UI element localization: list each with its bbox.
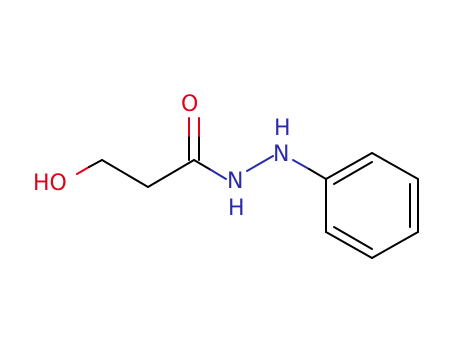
bond-c1-c2	[101, 159, 149, 188]
bond-c3-n1	[193, 159, 227, 180]
atom-label-amide-nitrogen-h: H	[228, 196, 245, 221]
atom-label-hydrazine-nitrogen: N	[273, 142, 289, 167]
bond-o-c1	[76, 159, 103, 175]
bond-n1-n2	[246, 155, 274, 172]
atom-label-hydrazine-nitrogen-h: H	[274, 116, 291, 141]
bond-n2-ring	[292, 159, 327, 180]
atom-label-carbonyl-oxygen: O	[181, 92, 198, 117]
phenyl-ring	[325, 152, 419, 259]
atom-label-amide-nitrogen: N	[227, 169, 243, 194]
atom-label-hydroxyl: HO	[33, 171, 67, 196]
bond-c2-c3	[147, 159, 195, 188]
bond-c3-o-double	[188, 117, 200, 161]
